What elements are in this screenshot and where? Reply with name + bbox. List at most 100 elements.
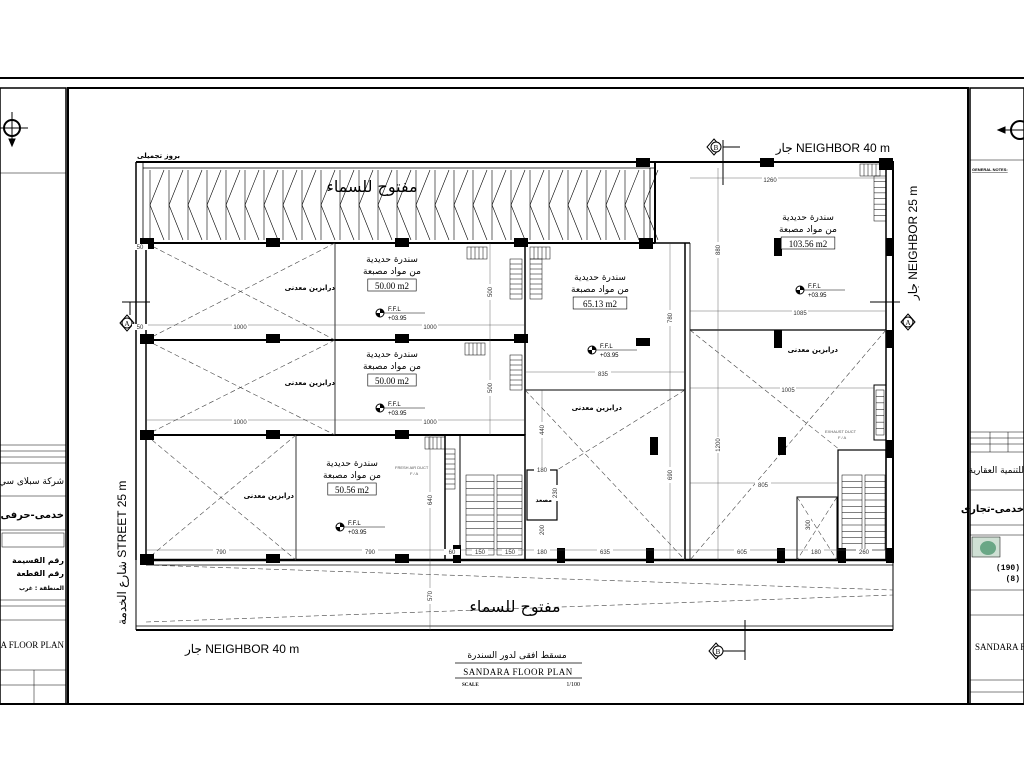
structural-columns [140, 158, 894, 565]
level-marker: F.F.L+03.95 [587, 344, 637, 359]
level-value: +03.95 [348, 530, 367, 536]
louver-blade [529, 169, 545, 241]
room-area: 50.00 m2 [375, 376, 409, 386]
drawing-title-ar: مسقط افقى لدور السندرة [467, 651, 566, 661]
right-project-type: خدمى-تجارى [961, 504, 1024, 515]
dimension-value: 1200 [716, 438, 722, 452]
level-marker: F.F.L +03.95 [795, 284, 845, 299]
level-label: F.F.L [388, 307, 401, 313]
louver-blade [567, 169, 583, 241]
stair-flight [496, 474, 523, 556]
room-name: سندرة حديدية [326, 459, 378, 469]
left-project-type: خدمى-حرفى [0, 510, 64, 521]
svg-text:B: B [714, 144, 719, 152]
room-name: سندرة حديدية [574, 273, 626, 283]
dimension-value: 570 [428, 590, 434, 601]
room-name: سندرة حديدية [782, 213, 834, 223]
level-marker: F.F.L +03.95 [335, 521, 385, 536]
room-material: من مواد مصبعة [363, 362, 421, 372]
area-box [572, 296, 628, 310]
louver-blade [187, 169, 203, 241]
stair-flight [529, 258, 543, 300]
fresh-air-duct-label: FRESH AIR DUCT [395, 465, 429, 470]
stair-flight [509, 354, 523, 391]
dimension-value: 835 [598, 372, 609, 378]
louver-blade [453, 169, 469, 241]
dimension-value: 440 [540, 424, 546, 435]
room-area: 50.56 m2 [335, 485, 369, 495]
section-markers: A A B B [119, 138, 916, 660]
louver-blade [491, 169, 507, 241]
louver-blade [168, 169, 184, 241]
dimension-value: 50 [137, 245, 144, 251]
area-box [780, 236, 836, 250]
level-label: F.F.L [600, 344, 613, 350]
neighbor-bottom-label: جار NEIGHBOR 40 m [184, 642, 299, 656]
dimension-value: 180 [811, 550, 822, 556]
dimension-value: 1000 [233, 325, 247, 331]
louver-pattern [149, 169, 659, 241]
left-title-block: شركة سبلاى سي خدمى-حرفى رقم القسيمة رقم … [0, 112, 66, 704]
exhaust-fa-label: F / A [838, 435, 847, 440]
left-zone: المنطقة : غرب [19, 585, 64, 592]
right-title-block: GENERAL NOTES: للتنمية العقارية خدمى-تجا… [961, 120, 1024, 693]
dimension-value: 1260 [763, 178, 777, 184]
railing-label: درابزين معدنى [572, 404, 623, 412]
room-material: من مواد مصبعة [571, 285, 629, 295]
room-labels: سندرة حديدية من مواد مصبعة 50.00 m2 F.F.L +0… [323, 213, 845, 536]
left-sheet-title: SANDARA FLOOR PLAN [0, 640, 64, 650]
right-client-name: للتنمية العقارية [969, 466, 1024, 476]
louver-blade [472, 169, 488, 241]
railing-label: درابزين معدنى [285, 379, 336, 387]
louver-blade [510, 169, 526, 241]
louver-blade [263, 169, 279, 241]
section-b-marker-bottom: B [708, 642, 724, 660]
exhaust-duct-label: EXHAUST DUCT [825, 429, 857, 434]
dimension-value: 1000 [233, 420, 247, 426]
dimension-value: 790 [216, 550, 227, 556]
room-material: من مواد مصبعة [323, 471, 381, 481]
level-label: F.F.L [808, 284, 821, 290]
dimension-value: 50 [137, 325, 144, 331]
louver-blade [548, 169, 564, 241]
stair-flight [465, 474, 495, 556]
dimension-value: 200 [540, 524, 546, 535]
dimension-value: 150 [475, 550, 486, 556]
svg-text:A: A [905, 319, 910, 327]
dimension-value: 880 [716, 244, 722, 255]
room-label-group: سندرة حديدية من مواد مصبعة 50.56 m2 [323, 459, 381, 496]
level-label: F.F.L [348, 521, 361, 527]
stair-flight [466, 246, 488, 260]
louver-blade [244, 169, 260, 241]
drawing-title-block: مسقط افقى لدور السندرة SANDARA FLOOR PLA… [455, 651, 582, 688]
louver-blade [586, 169, 602, 241]
scale-label: SCALE [462, 683, 479, 688]
room-area: 50.00 m2 [375, 281, 409, 291]
area-box [327, 482, 377, 496]
dimension-value: 805 [758, 483, 769, 489]
room-area: 65.13 m2 [583, 299, 617, 309]
louver-blade [149, 169, 165, 241]
right-block-number: (8) [1006, 575, 1020, 584]
open-to-sky-top: مفتوح للسماء [326, 177, 417, 197]
stair-flight [875, 389, 885, 436]
stair-flight [444, 448, 456, 490]
neighbor-right-label: جار NEIGHBOR 25 m [906, 186, 920, 301]
north-arrow-icon [0, 112, 28, 148]
consultant-logo [971, 536, 1001, 558]
left-plot-number: رقم القسيمة [12, 556, 64, 565]
level-value: +03.95 [388, 316, 407, 322]
left-parcel-number: رقم القطعة [16, 569, 64, 578]
dimension-value: 60 [449, 550, 456, 556]
level-value: +03.95 [808, 293, 827, 299]
louver-blade [225, 169, 241, 241]
svg-text:B: B [716, 648, 721, 656]
void-diagonals [145, 242, 894, 623]
projection-label: بروز تجميلى [137, 152, 180, 160]
room-area: 103.56 m2 [789, 239, 828, 249]
stair-flight [424, 436, 446, 450]
dimension-value: 500 [488, 382, 494, 393]
